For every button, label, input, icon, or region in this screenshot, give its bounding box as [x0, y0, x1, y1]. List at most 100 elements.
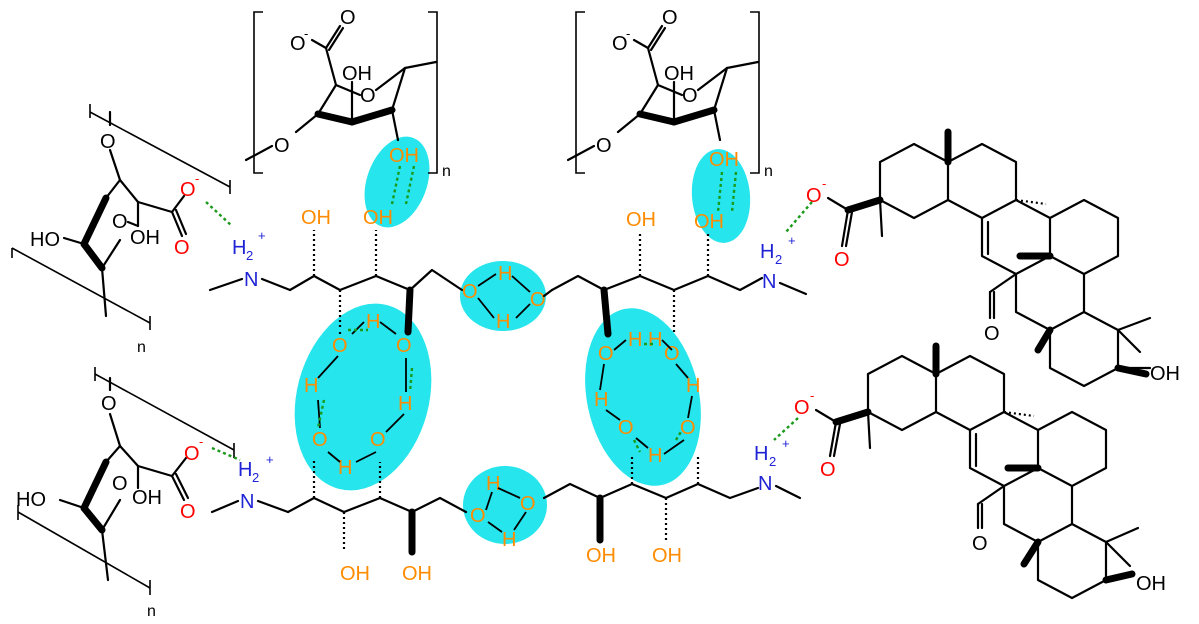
right-ammonium-upper: N H 2 +: [760, 233, 808, 296]
highlight-right-cluster: [585, 308, 701, 486]
hydroxyl-label: OH: [389, 145, 419, 167]
carboxylate-oxygen-label: O: [612, 33, 628, 55]
oxygen-label: O: [598, 343, 614, 365]
repeat-count-label: n: [764, 163, 773, 180]
bracket-right: [428, 11, 438, 174]
ammonium-subscript: 2: [246, 248, 253, 263]
hydrogen-label: H: [648, 329, 662, 351]
hydrogen-label: H: [594, 389, 608, 411]
oxygen-label: O: [618, 417, 634, 439]
hydrogen-label: H: [686, 375, 700, 397]
hydroxyl-label: OH: [301, 207, 331, 229]
charge-minus: -: [626, 26, 630, 41]
carbonyl-oxygen-label: O: [174, 237, 190, 259]
hydrogen-label: H: [496, 311, 510, 333]
glycyrrhetinic-acid-lower: O - O O OH: [794, 342, 1166, 600]
carbonyl-oxygen-label: O: [820, 459, 836, 481]
ring-oxygen-label: O: [100, 131, 116, 153]
ring-oxygen-label: O: [274, 135, 290, 157]
meglumine-chain-top: OH OH OH OH: [288, 207, 764, 338]
ring-oxygen-label: O: [101, 393, 117, 415]
hydroxyl-label-left: HO: [16, 489, 46, 511]
ammonium-h-label: H: [760, 241, 774, 263]
pyranose-oxygen-label: O: [112, 473, 128, 495]
pyranose-oxygen-label: O: [682, 85, 698, 107]
ketone-oxygen-label: O: [972, 533, 988, 555]
repeat-count-label: n: [147, 603, 156, 620]
water-bridge-bottom: H O O H: [470, 473, 536, 551]
ammonium-h-label: H: [754, 443, 768, 465]
oxygen-label: O: [462, 281, 478, 303]
oxygen-label: O: [396, 335, 412, 357]
nitrogen-label: N: [244, 269, 258, 291]
hydrogen-label: H: [338, 457, 352, 479]
hydrogen-label: H: [304, 375, 318, 397]
oxygen-label: O: [680, 417, 696, 439]
carboxylate-oxygen-label: O: [290, 33, 306, 55]
hydrogen-bond-highlights: [294, 136, 751, 544]
left-ammonium-lower: H 2 + N: [210, 452, 290, 514]
left-alginate-upper: O HO OH O O - O n: [11, 104, 231, 356]
ammonium-charge: +: [788, 233, 796, 248]
ammonium-charge: +: [258, 228, 266, 243]
carboxylate-oxygen-label: O: [184, 443, 200, 465]
oxygen-label: O: [520, 493, 536, 515]
carboxylate-oxygen-label: O: [180, 179, 196, 201]
hydrogen-label: H: [502, 529, 516, 551]
ring-oxygen-label: O: [596, 135, 612, 157]
nitrogen-label: N: [762, 271, 776, 293]
carboxylate-oxygen-label: O: [806, 185, 822, 207]
carbonyl-oxygen-label: O: [180, 501, 196, 523]
hydrogen-label: H: [498, 263, 512, 285]
hydroxyl-label: OH: [586, 545, 616, 567]
top-left-alginate-unit: O O - O OH O OH n: [244, 7, 451, 180]
carbonyl-oxygen-label: O: [834, 249, 850, 271]
ammonium-subscript: 2: [775, 252, 782, 267]
hydroxyl-label: OH: [694, 211, 724, 233]
oxygen-label: O: [470, 505, 486, 527]
hydrogen-label: H: [398, 393, 412, 415]
hydroxyl-label: OH: [626, 209, 656, 231]
nitrogen-label: N: [240, 491, 254, 513]
left-alginate-lower: O HO OH O O - O n: [16, 367, 235, 620]
carbonyl-oxygen-label: O: [340, 7, 356, 29]
hydroxyl-label: OH: [363, 207, 393, 229]
ammonium-subscript: 2: [252, 470, 259, 485]
hydroxyl-label: OH: [1150, 363, 1180, 385]
hydrogen-label: H: [486, 473, 500, 495]
oxygen-label: O: [530, 289, 546, 311]
highlight-center-bottom: [463, 466, 547, 544]
charge-minus: -: [822, 176, 826, 191]
pyranose-oxygen-label: O: [360, 85, 376, 107]
water-cluster-right: O H H O H H O O H: [594, 329, 700, 467]
charge-minus: -: [195, 171, 199, 186]
hydroxyl-label-right: OH: [132, 487, 162, 509]
left-ammonium-upper: H 2 + N: [208, 228, 292, 292]
ammonium-charge: +: [782, 436, 790, 451]
hydrogen-label: H: [628, 329, 642, 351]
ammonium-h-label: H: [232, 237, 246, 259]
carboxylate-oxygen-label: O: [794, 397, 810, 419]
hydrogen-bond-lines: [205, 165, 813, 462]
oxygen-label: O: [370, 429, 386, 451]
hydroxyl-label: OH: [340, 563, 370, 585]
hydroxyl-label: OH: [709, 149, 739, 171]
highlight-left-cluster: [294, 303, 432, 491]
hydroxyl-label: OH: [1136, 573, 1166, 595]
water-bridge-top: O H O H: [462, 263, 554, 333]
hydroxyl-label-right: OH: [130, 227, 160, 249]
highlight-center-top: [460, 261, 546, 331]
hydrogen-label: H: [366, 311, 380, 333]
charge-minus: -: [199, 434, 203, 449]
ammonium-h-label: H: [238, 459, 252, 481]
hydroxyl-label-left: HO: [30, 229, 60, 251]
ketone-oxygen-label: O: [984, 323, 1000, 345]
hydroxyl-label: OH: [652, 545, 682, 567]
repeat-count-label: n: [442, 163, 451, 180]
ring-hydroxyl-label: OH: [664, 63, 694, 85]
water-cluster-left: H O O H H O O H: [304, 311, 412, 479]
highlight-top-left: [364, 136, 430, 228]
charge-minus: -: [304, 26, 308, 41]
top-right-alginate-unit: O O - O OH O OH n: [566, 7, 773, 180]
glycyrrhetinic-acid-upper: O - O O OH: [806, 128, 1180, 388]
